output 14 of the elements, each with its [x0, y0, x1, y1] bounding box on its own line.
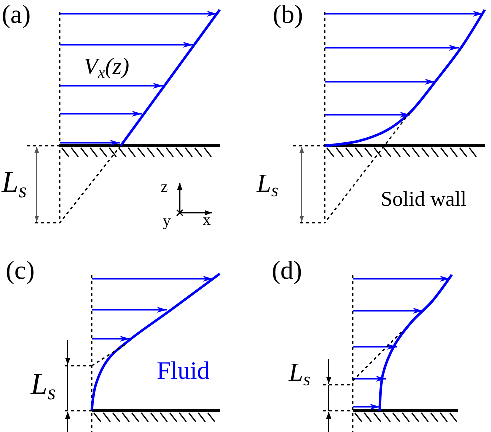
axis-label: x: [203, 213, 211, 229]
panel-label: (d): [272, 258, 302, 284]
slip-length-label: L$_{s}$: [257, 171, 279, 200]
panel-label: (c): [6, 258, 35, 284]
axis-label: z: [161, 180, 168, 196]
slip-length-label: L$_{s}$: [289, 360, 311, 389]
panel-label: (b): [273, 2, 304, 28]
region-label: Solid wall: [381, 189, 467, 210]
slip-length-label: L$_{s}$: [2, 168, 27, 202]
region-label: Fluid: [157, 359, 210, 384]
panel-label: (a): [2, 2, 31, 28]
velocity-label: V$_{x}$(z): [84, 55, 130, 82]
axis-label: y: [163, 214, 171, 230]
slip-length-label: L$_{s}$: [31, 370, 56, 404]
